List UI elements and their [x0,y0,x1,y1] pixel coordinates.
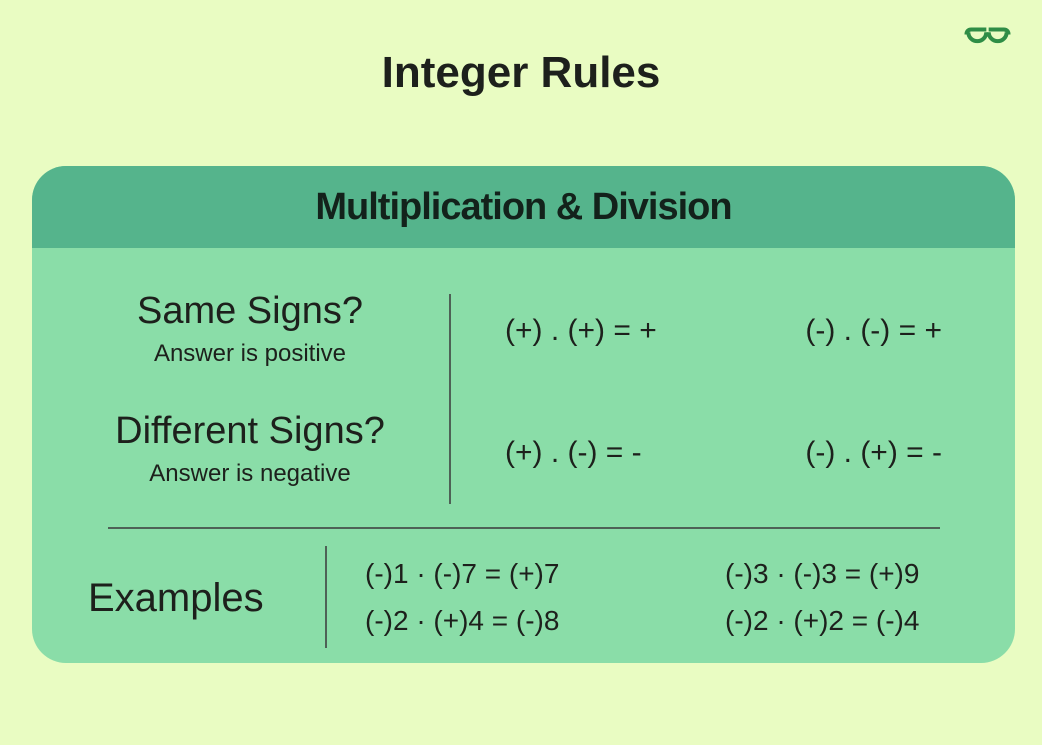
formula-plus-times-plus: (+) . (+) = + [505,314,657,347]
example-equation: (-)2 · (+)2 = (-)4 [725,605,920,636]
example-equation: (-)3 · (-)3 = (+)9 [725,558,920,589]
horizontal-divider [108,527,940,529]
different-signs-question: Different Signs? [115,410,385,452]
example-equation: (-)1 · (-)7 = (+)7 [365,558,560,589]
example-equation: (-)2 · (+)4 = (-)8 [365,605,560,636]
same-signs-question: Same Signs? [136,290,363,332]
negative-result-formulas: (+) . (-) = - (-) . (+) = - [505,436,942,470]
formula-minus-times-plus: (-) . (+) = - [805,436,942,469]
rules-card: Multiplication & Division Same Signs? An… [32,166,1015,663]
same-signs-block: Same Signs? Answer is positive [50,290,450,368]
card-body: Same Signs? Answer is positive Different… [32,248,1015,663]
different-signs-block: Different Signs? Answer is negative [50,410,450,488]
same-signs-answer: Answer is positive [153,339,347,367]
formula-minus-times-minus: (-) . (-) = + [805,314,942,347]
geeksforgeeks-logo-icon [962,25,1013,51]
page-title: Integer Rules [381,48,661,97]
positive-result-formulas: (+) . (+) = + (-) . (-) = + [505,314,942,348]
card-header: Multiplication & Division [32,166,1015,248]
formula-plus-times-minus: (+) . (-) = - [505,436,642,469]
examples-vertical-divider [325,546,327,648]
examples-label: Examples [88,576,264,620]
different-signs-answer: Answer is negative [149,459,351,487]
rules-vertical-divider [449,294,451,504]
card-header-title: Multiplication & Division [315,185,732,228]
